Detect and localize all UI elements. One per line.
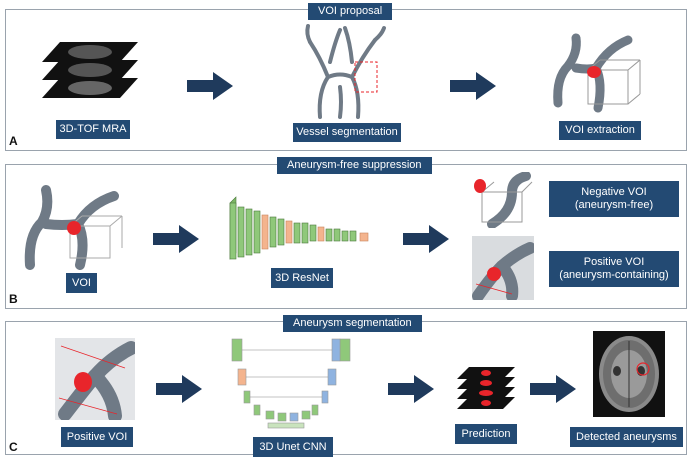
prediction-label: Prediction	[455, 424, 517, 444]
brain-mri-icon	[593, 331, 665, 417]
vessel-tree-icon	[305, 24, 386, 119]
panel-c-title: Aneurysm segmentation	[283, 315, 422, 332]
mra-slices-icon	[42, 42, 138, 98]
right-arrow-icon	[450, 72, 496, 100]
panel-b-title: Aneurysm-free suppression	[277, 157, 432, 174]
resnet-blocks-icon	[229, 196, 369, 260]
prediction-slices-icon	[457, 367, 515, 409]
voi-cube-icon	[553, 33, 641, 113]
negative-voi-title: Negative VOI	[581, 186, 647, 198]
right-arrow-icon	[153, 225, 199, 253]
panel-c-letter: C	[9, 440, 18, 454]
voi-cube-icon	[24, 185, 123, 270]
mra-label: 3D-TOF MRA	[56, 120, 130, 139]
positive-voi-c-label: Positive VOI	[61, 427, 133, 447]
right-arrow-icon	[187, 72, 233, 100]
positive-voi-subtitle: (aneurysm-containing)	[559, 269, 669, 281]
vessel-segmentation-label: Vessel segmentation	[293, 123, 401, 142]
right-arrow-icon	[403, 225, 449, 253]
voi-cube-icon	[55, 338, 135, 420]
right-arrow-icon	[530, 375, 576, 403]
detected-aneurysms-label: Detected aneurysms	[570, 427, 683, 447]
unet-label: 3D Unet CNN	[253, 437, 333, 457]
resnet-label: 3D ResNet	[271, 268, 333, 288]
voi-label: VOI	[66, 273, 97, 293]
positive-voi-title: Positive VOI	[583, 256, 645, 268]
voi-cube-icon	[472, 236, 534, 300]
panel-a-title: VOI proposal	[308, 3, 393, 20]
panel-a-letter: A	[9, 134, 18, 148]
positive-voi-label: Positive VOI (aneurysm-containing)	[549, 251, 679, 287]
negative-voi-subtitle: (aneurysm-free)	[574, 199, 654, 211]
voi-cube-icon	[474, 172, 533, 228]
right-arrow-icon	[156, 375, 202, 403]
voi-extraction-label: VOI extraction	[559, 121, 641, 140]
panel-b-letter: B	[9, 292, 18, 306]
negative-voi-label: Negative VOI (aneurysm-free)	[549, 181, 679, 217]
right-arrow-icon	[388, 375, 434, 403]
unet-diagram-icon	[231, 338, 351, 429]
